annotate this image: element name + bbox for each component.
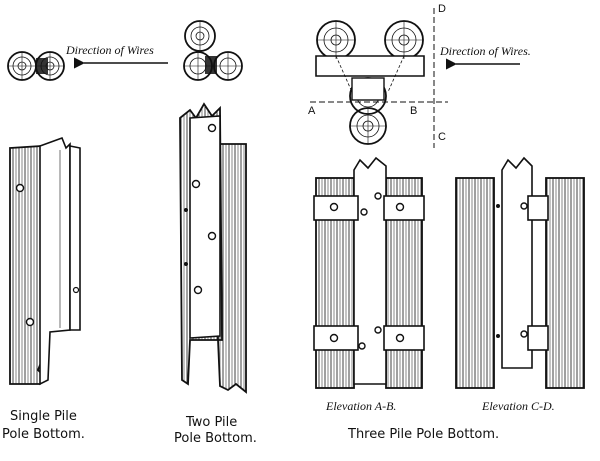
elevation-c-d	[455, 156, 585, 389]
caption-elevation-a-b: Elevation A-B.	[326, 399, 397, 413]
single-pile-elevation	[9, 136, 81, 386]
direction-label-left: Direction of Wires	[66, 43, 154, 57]
caption-single-pile-line1: Single Pile	[10, 409, 77, 424]
letter-c: C	[438, 131, 446, 143]
letter-a: A	[308, 105, 316, 117]
caption-two-pile-line1: Two Pile	[186, 415, 238, 430]
letter-d: D	[438, 3, 446, 15]
caption-single-pile-line2: Pole Bottom.	[2, 427, 85, 442]
caption-elevation-c-d: Elevation C-D.	[482, 399, 555, 413]
two-pile-elevation	[179, 102, 247, 394]
direction-label-right: Direction of Wires.	[440, 44, 531, 58]
caption-three-pile: Three Pile Pole Bottom.	[348, 427, 500, 442]
plan-two-pile	[183, 20, 243, 81]
caption-two-pile-line2: Pole Bottom.	[174, 431, 257, 446]
plan-single-pile	[7, 51, 65, 81]
plan-three-pile	[310, 8, 448, 148]
letter-b: B	[410, 105, 418, 117]
elevation-a-b	[313, 156, 425, 389]
